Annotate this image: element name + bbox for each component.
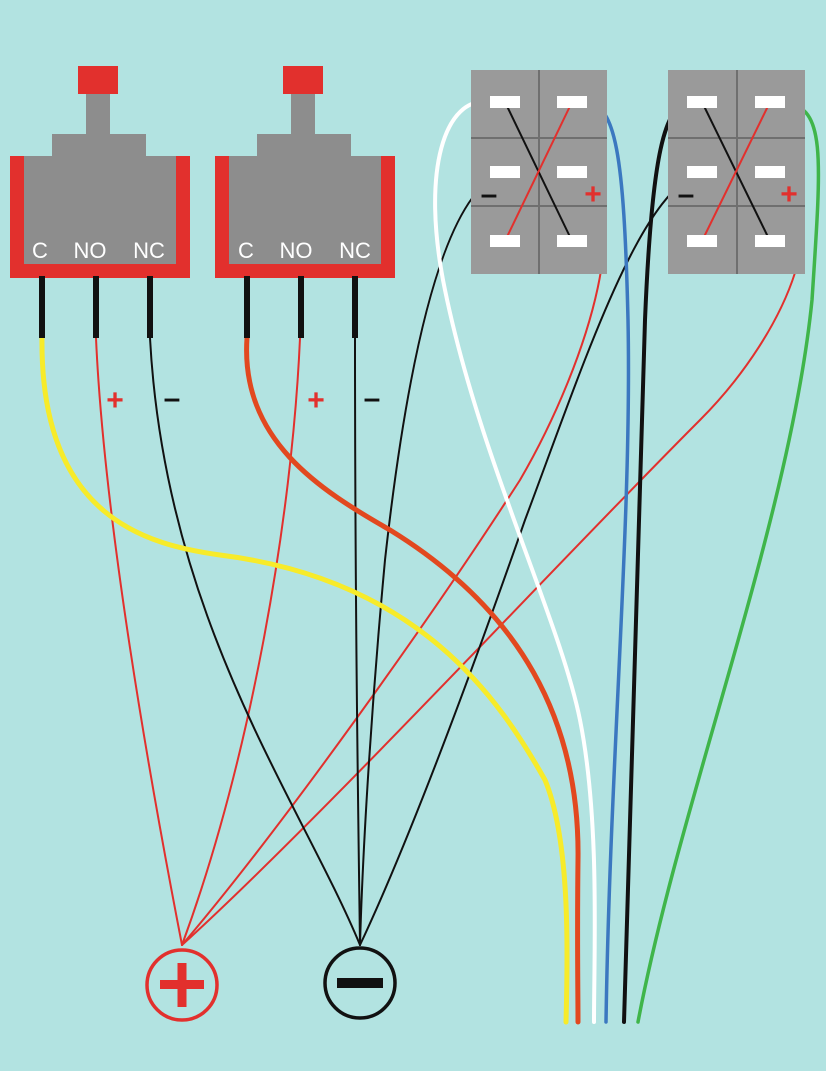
wire-black-thick <box>622 100 690 1024</box>
block2-terminal-top-left[interactable] <box>687 96 717 108</box>
switch1-plus-sign: + <box>106 384 124 417</box>
wire-blue <box>586 100 631 1024</box>
switch2-pin-label-c: C <box>238 238 254 263</box>
switch2-pin-c <box>244 276 250 338</box>
toggle-switch-2[interactable]: C NO NC + – <box>215 66 395 417</box>
wire-black-block2-minus <box>359 171 703 946</box>
switch2-minus-sign: – <box>364 382 381 415</box>
toggle-switch-1-knob[interactable] <box>78 66 118 94</box>
block1-terminal-top-right[interactable] <box>557 96 587 108</box>
toggle-switch-1-collar <box>52 134 146 158</box>
wire-black-block1-minus <box>359 171 506 946</box>
wire-green <box>636 100 821 1024</box>
toggle-switch-2-stem <box>291 94 315 136</box>
switch1-pin-label-no: NO <box>74 238 107 263</box>
block2-minus-label: – <box>678 178 695 211</box>
switch1-pin-c <box>39 276 45 338</box>
wire-black-switch2-nc <box>354 337 361 946</box>
switch2-pin-no <box>298 276 304 338</box>
block2-terminal-mid-left[interactable] <box>687 166 717 178</box>
switch1-pin-label-c: C <box>32 238 48 263</box>
toggle-switch-1[interactable]: C NO NC + – <box>10 66 190 417</box>
switch1-pin-nc <box>147 276 153 338</box>
wire-black-switch1-nc <box>149 337 361 946</box>
terminal-block-2-cross-red <box>701 101 771 242</box>
toggle-switch-2-body <box>229 156 381 264</box>
terminal-block-2[interactable]: – + <box>668 70 805 274</box>
block2-terminal-bottom-right[interactable] <box>755 235 785 247</box>
toggle-switch-2-collar <box>257 134 351 158</box>
wire-white <box>433 99 597 1024</box>
terminal-block-1[interactable]: – + <box>471 70 607 274</box>
toggle-switch-2-knob[interactable] <box>283 66 323 94</box>
switch1-minus-sign: – <box>164 382 181 415</box>
block2-terminal-mid-right[interactable] <box>755 166 785 178</box>
switch2-pin-nc <box>352 276 358 338</box>
block2-terminal-top-right[interactable] <box>755 96 785 108</box>
toggle-switch-1-stem <box>86 94 110 136</box>
wire-yellow <box>39 335 570 1025</box>
switch1-pin-label-nc: NC <box>133 238 165 263</box>
block1-terminal-bottom-left[interactable] <box>490 235 520 247</box>
positive-bus-icon <box>145 948 219 1022</box>
wire-red-switch1-no <box>95 337 183 946</box>
block1-terminal-mid-right[interactable] <box>557 166 587 178</box>
wire-orange <box>244 335 581 1025</box>
switch1-pin-no <box>93 276 99 338</box>
wire-red-switch2-no <box>181 337 301 946</box>
block2-plus-label: + <box>780 178 798 211</box>
block1-terminal-mid-left[interactable] <box>490 166 520 178</box>
block2-terminal-bottom-left[interactable] <box>687 235 717 247</box>
block1-plus-label: + <box>584 178 602 211</box>
toggle-switch-1-body <box>24 156 176 264</box>
terminal-block-1-cross-red <box>504 101 573 242</box>
switch2-pin-label-no: NO <box>280 238 313 263</box>
block1-minus-label: – <box>481 178 498 211</box>
negative-bus-icon <box>323 946 397 1020</box>
block1-terminal-top-left[interactable] <box>490 96 520 108</box>
switch2-plus-sign: + <box>307 384 325 417</box>
switch2-pin-label-nc: NC <box>339 238 371 263</box>
block1-terminal-bottom-right[interactable] <box>557 235 587 247</box>
